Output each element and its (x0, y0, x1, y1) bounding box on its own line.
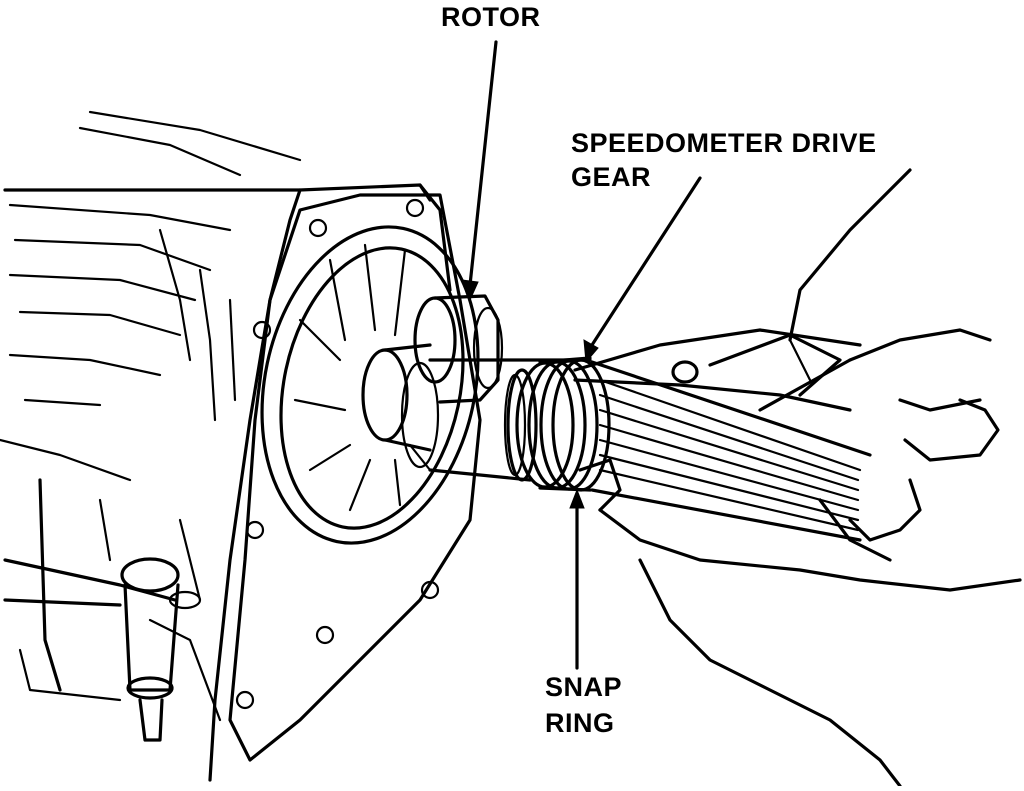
speedometer-drive-gear-label-line2: GEAR (571, 162, 652, 192)
snap-ring-label-line2: RING (545, 708, 615, 738)
snap-ring-pliers (573, 328, 862, 412)
snap-ring (503, 368, 538, 482)
lower-fitting (120, 557, 202, 742)
rotor-label: ROTOR (441, 2, 541, 32)
rotor-housing-ring (260, 225, 480, 545)
snap-ring-arrowhead (569, 488, 585, 509)
transmission-housing (0, 110, 452, 782)
splined-shaft (590, 360, 872, 542)
snap-ring-label-line1: SNAP (545, 672, 623, 702)
speedometer-drive-gear (515, 356, 611, 492)
speedometer-gear-leader-line (590, 176, 702, 347)
hand (578, 168, 1022, 788)
rotor-leader-line (468, 40, 498, 287)
speedometer-gear-arrowhead (583, 339, 599, 364)
rotor (361, 294, 504, 452)
leader-lines (461, 40, 702, 670)
speedometer-drive-gear-label-line1: SPEEDOMETER DRIVE (571, 128, 877, 158)
rotor-arrowhead (461, 279, 479, 302)
extension-flange (228, 193, 482, 762)
